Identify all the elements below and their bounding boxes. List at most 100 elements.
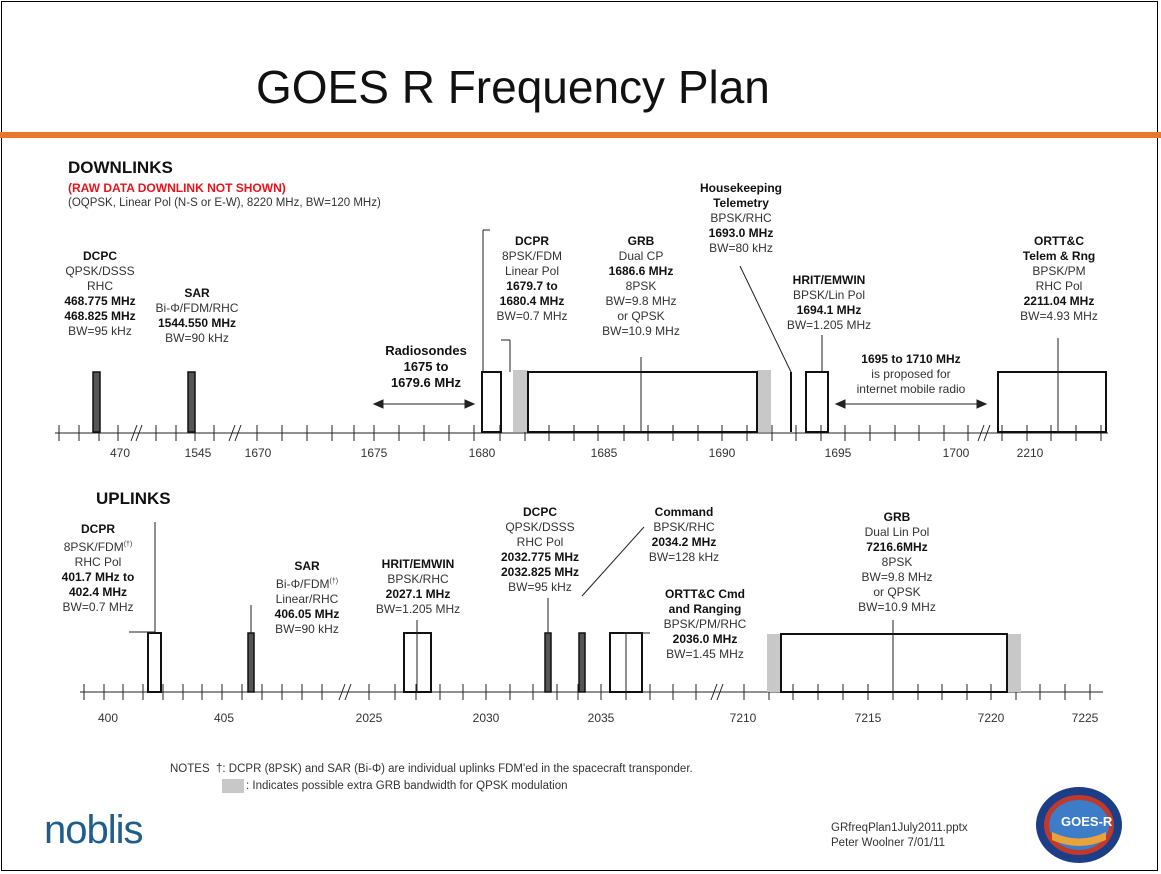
downlink-break-2 [228,424,242,442]
dl-tick-label-1675: 1675 [360,446,388,460]
ul-dcpc-bw: BW=95 kHz [508,580,572,594]
dl-dcpr-bw: BW=0.7 MHz [496,309,568,323]
ul-tick-label-7215: 7215 [854,711,882,725]
ul-orttc-label: ORTT&C Cmd and Ranging BPSK/PM/RHC 2036.… [664,587,747,662]
dl-housekeeping-name1: Housekeeping [699,181,783,195]
dl-dcpc-name: DCPC [82,249,117,263]
dl-grb-pol: Dual CP [618,249,664,263]
ul-sar-dagger: (†) [329,578,339,585]
dl-hrit-label: HRIT/EMWIN BPSK/Lin Pol 1694.1 MHz BW=1.… [787,273,871,333]
notes-line-1: NOTES †: DCPR (8PSK) and SAR (Bi-Φ) are … [170,762,693,777]
title-accent-bar [0,132,1161,138]
dl-sar-block [187,371,196,433]
dl-sar-freq: 1544.550 MHz [157,316,237,330]
dl-grb-bw2: BW=10.9 MHz [602,324,680,338]
radiosondes-arrow-left [372,399,384,409]
ul-sar-freq: 406.05 MHz [274,607,340,621]
dl-proposed-line3: internet mobile radio [856,382,966,396]
dl-dcpr-pol: Linear Pol [504,264,560,278]
dl-hrit-freq: 1694.1 MHz [796,303,862,317]
dl-dcpr-label: DCPR 8PSK/FDM Linear Pol 1679.7 to 1680.… [496,234,567,324]
ul-grb-name: GRB [883,510,911,524]
dl-dcpr-freq2: 1680.4 MHz [499,294,565,308]
ul-sar-label: SAR Bi-Φ/FDM(†) Linear/RHC 406.05 MHz BW… [275,559,340,637]
ul-dcpc-freq2: 2032.825 MHz [500,565,580,579]
dl-grb-label: GRB Dual CP 1686.6 MHz 8PSK BW=9.8 MHz o… [602,234,680,339]
ul-orttc-freq: 2036.0 MHz [672,632,738,646]
ul-hrit-name: HRIT/EMWIN [381,557,455,571]
ul-dcpc-block [544,632,552,693]
ul-hrit-bw: BW=1.205 MHz [375,602,461,616]
ul-grb-mod: 8PSK [881,555,913,569]
ul-orttc-name1: ORTT&C Cmd [665,587,745,601]
radiosondes-arrow-right [464,399,476,409]
ul-dcpc-name: DCPC [522,505,558,519]
dl-dcpc-pol: RHC [87,279,113,293]
ul-sar-block [247,632,255,693]
dl-dcpc-bw: BW=95 kHz [68,324,132,338]
dl-dcpc-freq1: 468.775 MHz [64,294,136,308]
ul-tick-label-405: 405 [213,711,235,725]
dl-hrit-mod: BPSK/Lin Pol [792,288,866,302]
dl-grb-or: or QPSK [617,309,665,323]
dl-tick-label-1680: 1680 [468,446,496,460]
ul-dcpc-mod: QPSK/DSSS [505,520,575,534]
notes-gray-swatch [222,779,244,793]
dl-dcpc-mod: QPSK/DSSS [65,264,135,278]
ul-command-freq: 2034.2 MHz [651,535,717,549]
dl-radiosondes-label: Radiosondes 1675 to 1679.6 MHz [385,343,467,391]
dl-orttc-mod: BPSK/PM [1032,264,1086,278]
ul-grb-or: or QPSK [873,585,921,599]
ul-dcpr-bw: BW=0.7 MHz [62,600,134,614]
dl-orttc-pol: RHC Pol [1035,279,1083,293]
footer-file: GRfreqPlan1July2011.pptx [831,822,968,834]
ul-grb-block [780,633,1008,693]
ul-tick-label-2035: 2035 [587,711,615,725]
ul-grb-label: GRB Dual Lin Pol 7216.6MHz 8PSK BW=9.8 M… [858,510,936,615]
dl-proposed-label: 1695 to 1710 MHz is proposed for interne… [857,352,966,397]
noblis-logo: noblis [44,808,144,852]
ul-dcpr-block [147,632,162,693]
dl-sar-mod: Bi-Φ/FDM/RHC [155,301,239,315]
dl-housekeeping-bw: BW=80 kHz [709,241,773,255]
dl-orttc-name2: Telem & Rng [1022,249,1096,263]
downlink-break-3 [977,424,991,442]
dl-orttc-name1: ORTT&C [1033,234,1084,248]
dl-dcpr-block [481,371,502,433]
ul-dcpr-freq2: 402.4 MHz [68,585,128,599]
ul-tick-label-400: 400 [97,711,119,725]
ul-hrit-mod: BPSK/RHC [387,572,449,586]
goes-r-seal-text: GOES-R [1061,814,1113,829]
footer-author: Peter Woolner 7/01/11 [831,837,946,849]
dl-sar-label: SAR Bi-Φ/FDM/RHC 1544.550 MHz BW=90 kHz [156,286,239,346]
dl-grb-block [527,371,758,433]
downlinks-heading: DOWNLINKS [68,158,173,177]
ul-sar-bw: BW=90 kHz [275,622,339,636]
dl-proposed-line2: is proposed for [871,367,951,381]
ul-grb-extra-band-right [1007,634,1021,692]
dl-grb-extra-band-right [757,370,771,432]
dl-tick-label-470: 470 [109,446,131,460]
ul-dcpc-freq1: 2032.775 MHz [500,550,580,564]
notes-prefix: NOTES [170,763,210,775]
dl-tick-label-1670: 1670 [244,446,272,460]
ul-dcpr-freq1: 401.7 MHz to [61,570,135,584]
dl-radiosondes-line1: Radiosondes [385,343,467,358]
ul-dcpc-pol: RHC Pol [516,535,564,549]
dl-hrit-block [805,371,829,433]
ul-tick-label-7220: 7220 [977,711,1005,725]
dl-dcpc-block [92,371,101,433]
ul-dcpr-dagger: (†) [123,541,133,548]
ul-command-label: Command BPSK/RHC 2034.2 MHz BW=128 kHz [649,505,719,565]
ul-sar-mod: Bi-Φ/FDM [275,577,330,591]
ul-tick-label-2025: 2025 [355,711,383,725]
dl-tick-label-1685: 1685 [590,446,618,460]
dl-sar-bw: BW=90 kHz [165,331,229,345]
ul-grb-bw2: BW=10.9 MHz [858,600,936,614]
dl-hrit-bw: BW=1.205 MHz [786,318,872,332]
dl-tick-label-2210: 2210 [1016,446,1044,460]
ul-command-bw: BW=128 kHz [648,550,720,564]
goes-r-seal [1036,787,1122,863]
dl-radiosondes-line2: 1675 to [403,359,449,374]
